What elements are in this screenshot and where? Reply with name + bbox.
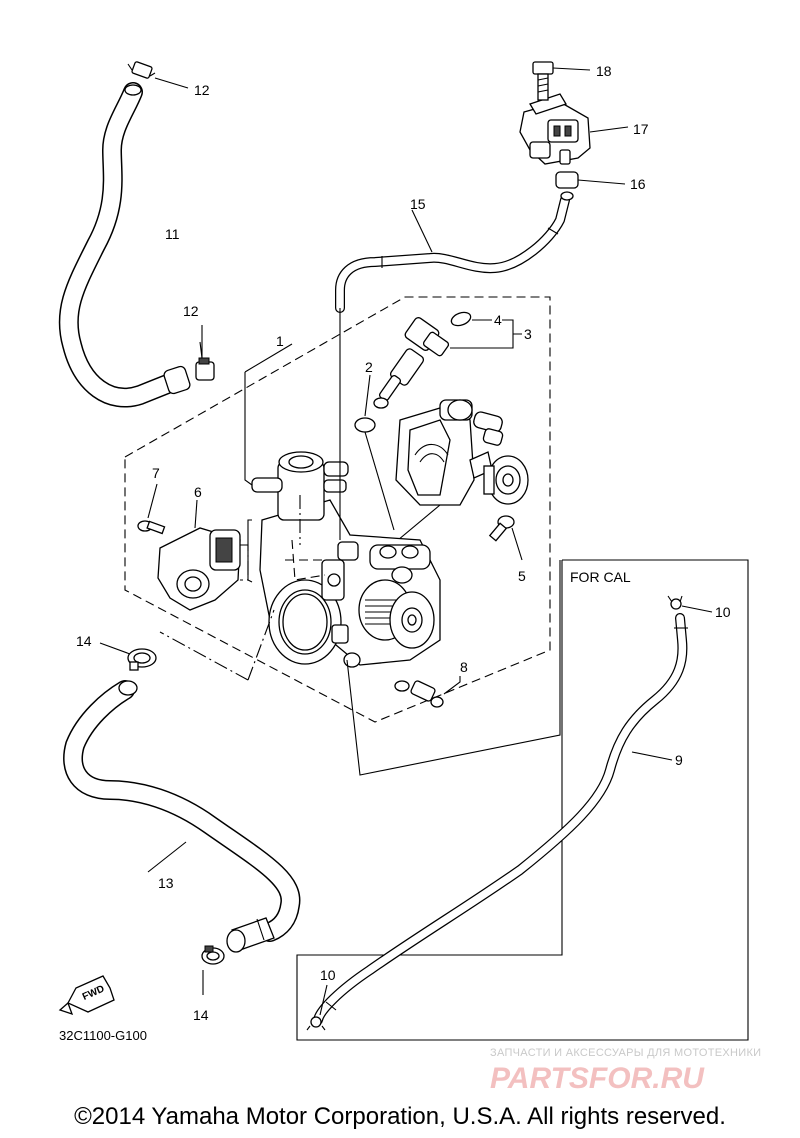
callout-12-top: 12 [194,82,210,98]
callout-8: 8 [460,659,468,675]
dashdot-leaders [159,308,561,776]
bolt-18 [532,61,591,101]
throttle-body [251,451,441,668]
tps-sensor-6 [157,499,249,611]
fuel-delivery-unit [379,399,529,556]
hose-11 [58,82,191,408]
callout-5: 5 [518,568,526,584]
assembly-1-outline [124,296,551,723]
callout-7: 7 [152,465,160,481]
clip-10-lower [306,984,328,1031]
callout-16: 16 [630,176,646,192]
callout-4: 4 [494,312,502,328]
diagram-code: 32C1100-G100 [59,1028,147,1043]
callout-1: 1 [276,333,284,349]
for-cal-label: FOR CAL [570,569,631,585]
injector-3 [373,317,450,409]
clip-12-mid [195,341,215,381]
o-ring-4 [450,311,492,327]
screw-5 [488,515,523,561]
callout-12-mid: 12 [183,303,199,319]
screw-7 [137,483,166,535]
hose-9 [313,613,688,1025]
callout-3: 3 [524,326,532,342]
screw-8 [394,676,461,708]
watermark-brand: PARTSFOR.RU [490,1062,705,1095]
collar-2 [354,374,395,531]
callout-14-lower: 14 [193,1007,209,1023]
callout-15: 15 [410,196,426,212]
hose-13 [63,680,301,953]
clip-10-upper [667,595,713,613]
callout-11: 11 [165,226,180,242]
clamp-14-upper [99,642,157,671]
fwd-arrow-icon: FWD [58,975,115,1016]
for-cal-box [296,559,749,1041]
callout-6: 6 [194,484,202,500]
hose-15 [335,195,570,313]
callout-9: 9 [675,752,683,768]
pressure-sensor-17 [519,93,629,165]
callout-10-upper: 10 [715,604,731,620]
clamp-16 [555,171,626,201]
bracket-3-4 [450,319,522,349]
callout-13: 13 [158,875,174,891]
watermark-tagline: ЗАПЧАСТИ И АКСЕССУАРЫ ДЛЯ МОТОТЕХНИКИ [490,1047,761,1059]
callout-10-lower: 10 [320,967,336,983]
callout-2: 2 [365,359,373,375]
clip-12-top [127,61,189,89]
callout-17: 17 [633,121,649,137]
clamp-14-lower [201,945,225,995]
callout-14-upper: 14 [76,633,92,649]
copyright-notice: ©2014 Yamaha Motor Corporation, U.S.A. A… [74,1103,726,1130]
callout-18: 18 [596,63,612,79]
